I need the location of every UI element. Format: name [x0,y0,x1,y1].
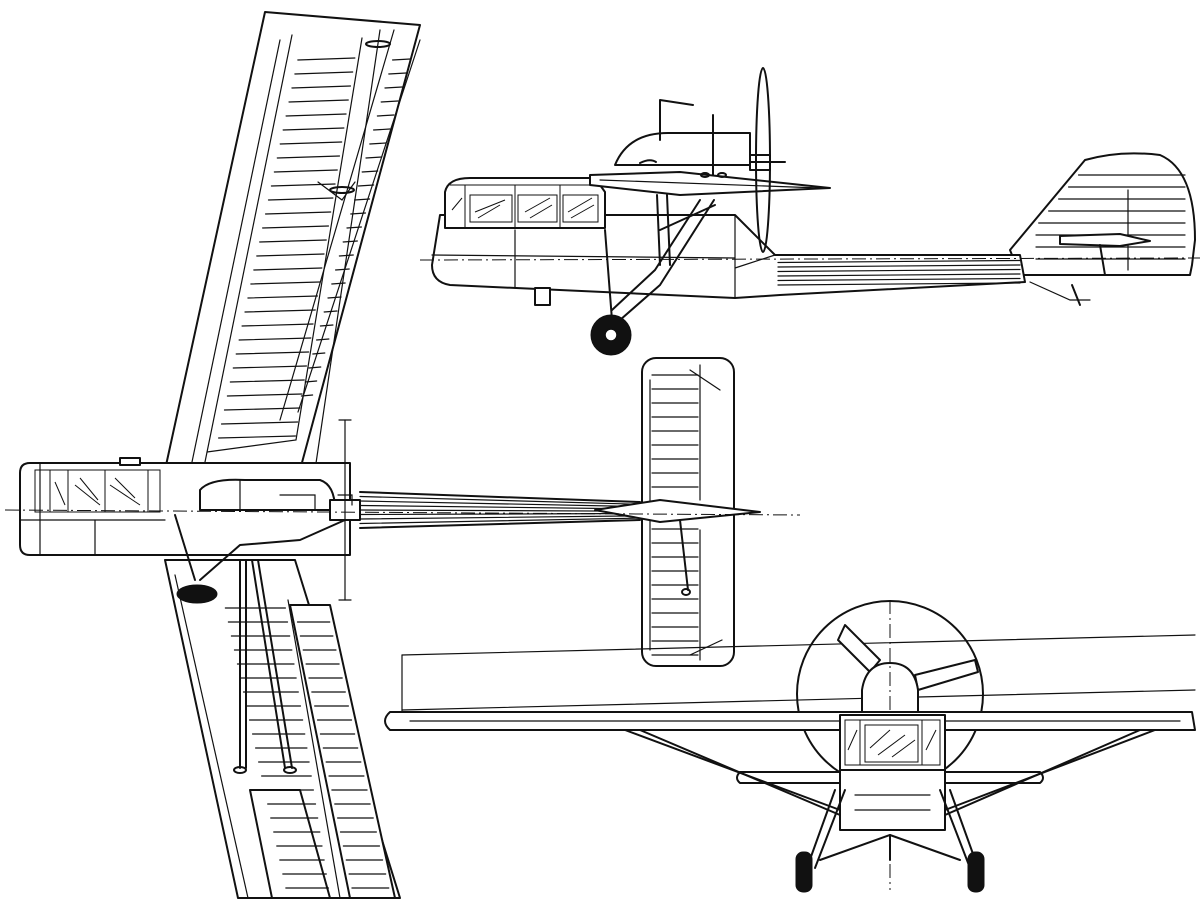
top-view-wing-ribs [218,57,411,439]
rib-line [361,170,379,173]
rib-line [229,379,305,383]
rib-line [220,421,299,425]
rib-line [359,515,641,520]
rib-line [353,198,371,201]
rib-line [297,57,356,61]
side-view [419,67,1200,356]
rib-line [350,212,367,215]
top-view-fuselage [19,457,641,556]
rib-line [238,337,312,341]
rib-line [223,407,301,411]
rib-line [270,183,336,187]
rib-line [359,517,641,525]
rib-line [282,127,345,131]
rib-line [334,268,350,271]
side-view-propeller [755,67,771,253]
rib-line [359,509,641,512]
rib-line [244,309,316,313]
top-view-upper-wing [164,11,421,471]
rib-line [288,99,349,103]
top-view-centerline [4,509,801,516]
rib-line [300,394,314,397]
rib-line [323,310,338,313]
rib-line [372,128,391,131]
side-view-thrust-line [419,257,1200,261]
rib-line [267,197,334,201]
rib-line [327,296,342,299]
rib-line [264,211,332,215]
rib-line [259,239,327,243]
side-view-fin [1009,152,1196,276]
rib-line [331,282,346,285]
rib-line [247,295,319,299]
rib-line [342,240,358,243]
rib-line [218,435,297,439]
rib-line [777,282,1021,286]
rib-line [291,85,352,89]
rib-line [276,155,341,159]
rib-line [777,259,1021,264]
rib-line [777,268,1021,273]
side-view-undercarriage [534,194,1151,356]
rib-line [304,380,318,383]
rib-line [384,86,403,89]
rib-line [777,264,1021,268]
rib-line [250,281,321,285]
rib-line [359,495,641,505]
rib-line [241,323,314,327]
rib-line [777,273,1021,277]
top-view-tailplane [594,357,761,667]
top-view-tailplane-ribs [651,374,699,656]
rib-line [256,253,325,257]
rib-line [391,58,411,61]
rib-line [308,366,322,369]
rib-line [359,512,641,516]
rib-line [279,141,343,145]
rib-line [253,267,323,271]
rib-line [357,184,375,187]
front-view-struts [624,729,1156,816]
top-view-lower-wing [164,559,401,899]
rib-line [312,352,326,355]
top-view [4,11,801,899]
rib-line [294,71,354,75]
rib-line [338,254,354,257]
rib-line [380,100,399,103]
rib-line [235,351,310,355]
rib-line [319,324,334,327]
rib-line [359,500,641,508]
rib-line [285,113,347,117]
rib-line [226,393,303,397]
rib-line [273,169,338,173]
rib-line [346,226,362,229]
side-view-fuselage [431,214,1026,299]
rib-line [232,365,308,369]
side-view-tail-boom [777,259,1021,286]
rib-line [315,338,330,341]
rib-line [262,225,330,229]
rib-line [369,142,387,145]
top-view-undercarriage [174,514,346,604]
rib-line [376,114,395,117]
front-view [384,600,1196,893]
rib-line [777,277,1021,282]
side-view-cabin-glazing [444,177,606,229]
rib-line [388,72,407,75]
rib-line [359,504,641,510]
front-view-undercarriage [795,789,985,893]
rib-line [365,156,383,159]
